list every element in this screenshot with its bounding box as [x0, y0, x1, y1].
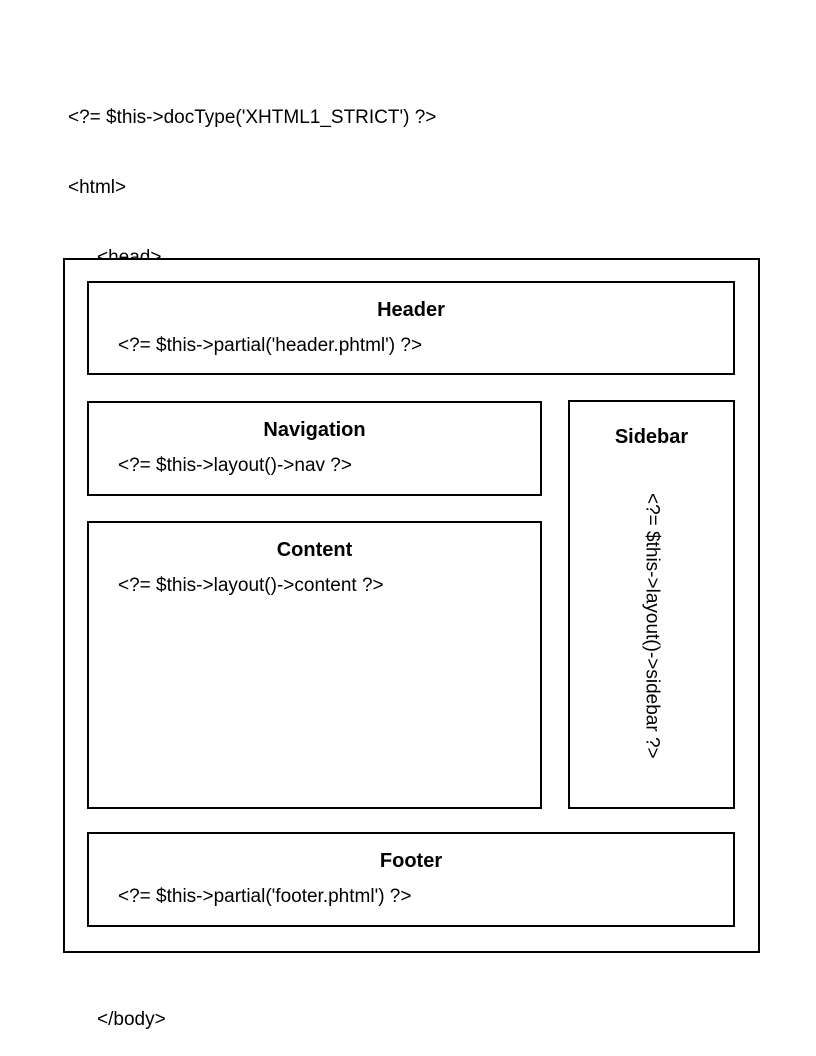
footer-box: Footer <?= $this->partial('footer.phtml'… — [87, 832, 735, 927]
navigation-box-title: Navigation — [263, 419, 366, 441]
sidebar-box: Sidebar <?= $this->layout()->sidebar ?> — [568, 400, 735, 809]
header-box-title: Header — [377, 299, 445, 321]
bottom-template-code: </body> </html> — [68, 961, 166, 1056]
code-line-html-open: <html> — [68, 177, 127, 199]
content-box-title: Content — [276, 539, 353, 561]
code-line-doctype: <?= $this->docType('XHTML1_STRICT') ?> — [68, 106, 437, 128]
footer-box-code: <?= $this->partial('footer.phtml') ?> — [118, 886, 412, 907]
content-box-code: <?= $this->layout()->content ?> — [118, 575, 384, 596]
header-box: Header <?= $this->partial('header.phtml'… — [87, 281, 735, 375]
sidebar-vertical-wrap: <?= $this->layout()->sidebar ?> — [570, 452, 733, 799]
sidebar-box-code: <?= $this->layout()->sidebar ?> — [641, 492, 663, 759]
content-box: Content <?= $this->layout()->content ?> — [87, 521, 542, 809]
code-line-body-close: </body> — [97, 1008, 166, 1030]
navigation-box-code: <?= $this->layout()->nav ?> — [118, 455, 352, 476]
navigation-box: Navigation <?= $this->layout()->nav ?> — [87, 401, 542, 496]
footer-box-title: Footer — [379, 850, 443, 872]
sidebar-box-title: Sidebar — [614, 426, 689, 448]
header-box-code: <?= $this->partial('header.phtml') ?> — [118, 335, 423, 356]
